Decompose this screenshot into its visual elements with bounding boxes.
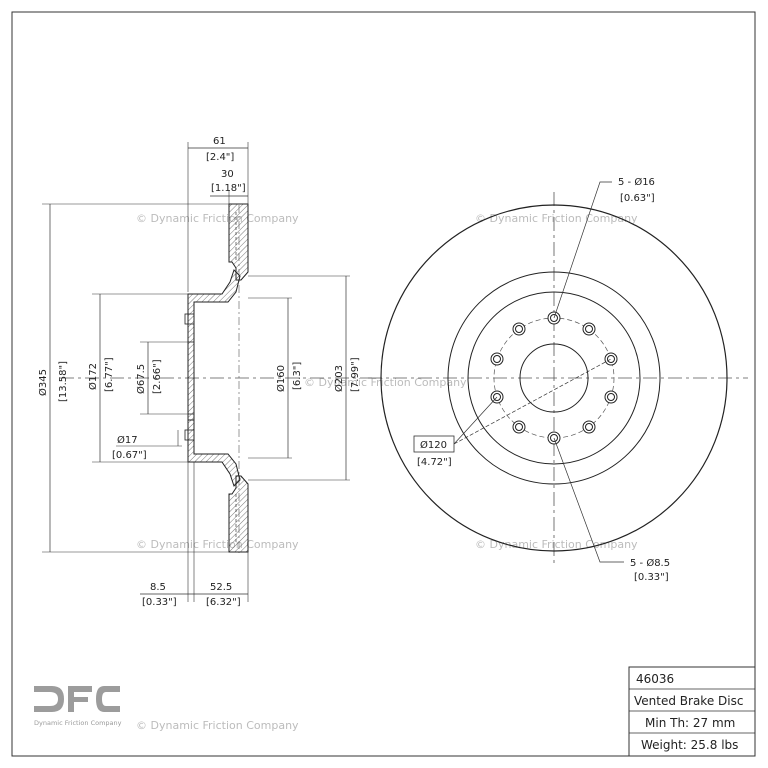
dim-center-bore-in: [2.66"] — [152, 359, 163, 394]
watermark: © Dynamic Friction Company — [136, 538, 299, 551]
dim-inner-width-in: [1.18"] — [211, 183, 246, 194]
dim-overall-width: 61 — [213, 136, 226, 147]
upper-friction-ring — [228, 203, 249, 281]
logo-tagline: Dynamic Friction Company — [34, 719, 122, 727]
dim-pilot-holes: 5 - Ø8.5 — [630, 557, 670, 569]
logo-letter-d-icon — [34, 686, 64, 712]
watermark: © Dynamic Friction Company — [475, 538, 638, 551]
dim-flange-thickness: 8.5 — [150, 582, 166, 593]
dim-bolt-holes: 5 - Ø16 — [618, 176, 655, 188]
lower-hat-section — [187, 419, 241, 487]
watermark: © Dynamic Friction Company — [304, 376, 467, 389]
bolt-holes — [490, 311, 618, 434]
dim-pilot-holes-in: [0.33"] — [634, 572, 669, 583]
dim-offset: 52.5 — [210, 582, 232, 593]
dim-bolt-holes-in: [0.63"] — [620, 193, 655, 204]
friction-inner-edge — [447, 271, 661, 485]
part-number: 46036 — [636, 672, 674, 686]
dim-pcd: Ø120 — [420, 439, 447, 451]
dim-hat-thickness: Ø17 — [117, 434, 138, 446]
part-description: Vented Brake Disc — [634, 694, 743, 708]
logo-letter-f-icon — [68, 686, 92, 712]
hat-outer-edge — [467, 291, 641, 465]
dim-hat-thickness-in: [0.67"] — [112, 450, 147, 461]
logo-letter-c-icon — [96, 686, 120, 712]
dim-inner-width: 30 — [221, 169, 234, 180]
upper-hat-section — [187, 269, 241, 421]
watermark: © Dynamic Friction Company — [475, 212, 638, 225]
dim-offset-in: [6.32"] — [206, 597, 241, 608]
dim-bolt-circle-inner-in: [6.3"] — [292, 362, 303, 390]
side-section-view: 61 [2.4"] 30 [1.18"] Ø345 [13.58"] Ø172 … — [37, 136, 372, 608]
dim-hat-diameter: Ø172 — [87, 363, 99, 390]
dim-bolt-circle-inner: Ø160 — [275, 365, 287, 392]
dim-rotor-inner: Ø203 — [333, 365, 345, 392]
watermark: © Dynamic Friction Company — [136, 719, 299, 732]
dim-flange-thickness-in: [0.33"] — [142, 597, 177, 608]
dfc-logo: Dynamic Friction Company — [34, 686, 122, 727]
dim-rotor-inner-in: [7.99"] — [350, 357, 361, 392]
weight: Weight: 25.8 lbs — [641, 738, 738, 752]
title-block: 46036 Vented Brake Disc Min Th: 27 mm We… — [628, 666, 756, 757]
outer-disc-edge — [380, 204, 728, 552]
min-thickness: Min Th: 27 mm — [645, 716, 735, 730]
dim-hat-diameter-in: [6.77"] — [104, 357, 115, 392]
front-view: 5 - Ø16 [0.63"] 5 - Ø8.5 [0.33"] Ø120 [4… — [368, 176, 748, 583]
dim-pcd-in: [4.72"] — [417, 457, 452, 468]
dim-center-bore: Ø67.5 — [135, 364, 147, 394]
dim-overall-width-in: [2.4"] — [206, 152, 234, 163]
dim-outer-diameter-in: [13.58"] — [58, 361, 69, 402]
lower-friction-ring — [228, 475, 249, 553]
drawing-frame — [11, 11, 756, 757]
center-bore — [519, 343, 589, 413]
dim-outer-diameter: Ø345 — [37, 369, 49, 396]
watermark: © Dynamic Friction Company — [136, 212, 299, 225]
